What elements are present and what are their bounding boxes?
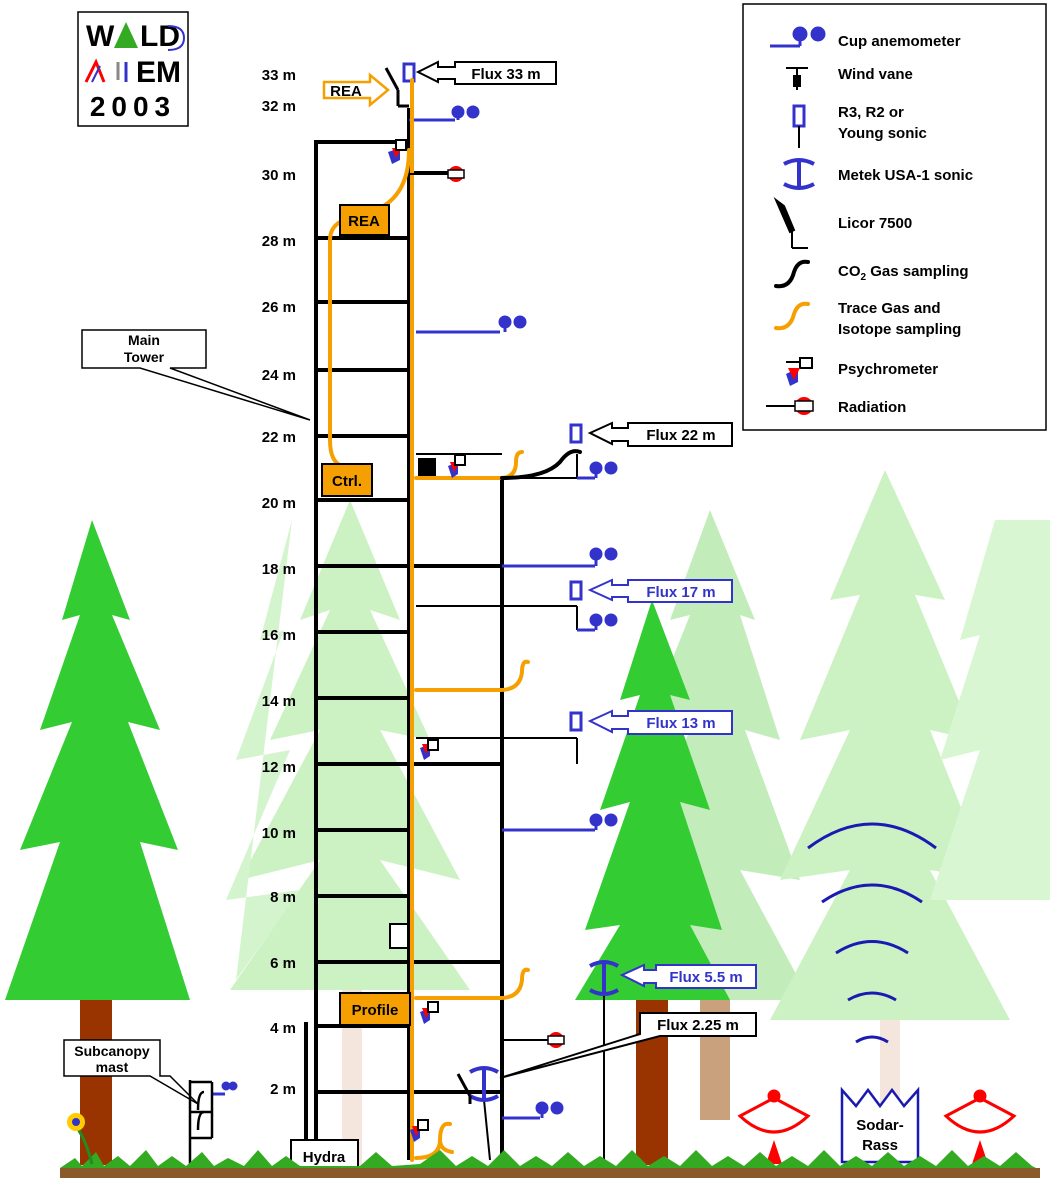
height-label: 2 m (270, 1081, 296, 1098)
rea-box: REA (339, 204, 390, 236)
legend-cup-anemometer-icon (770, 26, 826, 48)
svg-text:Tower: Tower (124, 349, 165, 365)
metek-sonic-icons (469, 960, 619, 1102)
svg-text:Main: Main (128, 332, 160, 348)
radiation-icons (409, 166, 565, 1048)
sonic-icons (402, 62, 583, 732)
rass-dish-right (943, 1089, 1017, 1164)
flux-55-callout: Flux 5.5 m (619, 963, 757, 989)
svg-text:Trace Gas and: Trace Gas and (838, 300, 941, 317)
height-labels: 33 m 32 m 30 m 28 m 26 m 24 m 22 m 20 m 18 m 16 m… (262, 67, 296, 1098)
svg-text:REA: REA (348, 213, 380, 230)
height-label: 4 m (270, 1020, 296, 1037)
profile-box: Profile (339, 992, 411, 1026)
svg-text:mast: mast (96, 1059, 129, 1075)
tree-logo-icon (114, 22, 138, 48)
flux-13-callout: Flux 13 m (587, 709, 733, 735)
svg-text:Flux 2.25 m: Flux 2.25 m (657, 1017, 739, 1034)
height-label: 32 m (262, 98, 296, 115)
svg-text:LD: LD (140, 20, 180, 53)
svg-text:CO2 Gas sampling: CO2 Gas sampling (838, 263, 969, 283)
height-label: 26 m (262, 299, 296, 316)
svg-text:Flux 17 m: Flux 17 m (646, 584, 715, 601)
svg-text:Wind vane: Wind vane (838, 66, 913, 83)
svg-text:R3, R2 or: R3, R2 or (838, 104, 904, 121)
svg-text:Flux 22 m: Flux 22 m (646, 427, 715, 444)
svg-text:Hydra: Hydra (303, 1149, 346, 1166)
wind-logo-icon (167, 25, 186, 51)
legend-sonic-icon (792, 104, 806, 148)
height-label: 18 m (262, 561, 296, 578)
co2-sampling-line (500, 449, 582, 480)
svg-text:2003: 2003 (90, 91, 176, 122)
blue-booms (211, 105, 618, 1120)
svg-text:Subcanopy: Subcanopy (74, 1043, 150, 1059)
legend-psychrometer-icon (786, 357, 813, 386)
legend-co2-icon (774, 259, 810, 289)
trace-gas-lines (328, 78, 530, 1162)
svg-text:EM: EM (136, 56, 181, 89)
svg-text:Licor 7500: Licor 7500 (838, 215, 912, 232)
height-label: 20 m (262, 495, 296, 512)
height-label: 16 m (262, 627, 296, 644)
rass-dish-left (737, 1089, 811, 1164)
height-label: 24 m (262, 367, 296, 384)
licor-icons (384, 67, 472, 1104)
svg-text:Sodar-: Sodar- (856, 1117, 904, 1134)
height-label: 28 m (262, 233, 296, 250)
svg-text:Young sonic: Young sonic (838, 125, 927, 142)
pale-tree-far-right (770, 470, 1050, 1150)
svg-text:Ctrl.: Ctrl. (332, 473, 362, 490)
psychrometer-icons (388, 139, 466, 1142)
height-label: 14 m (262, 693, 296, 710)
ctrl-black-block (418, 458, 436, 476)
flux-22-callout: Flux 22 m (587, 421, 733, 447)
subcanopy-callout: Subcanopy mast (63, 1039, 199, 1105)
subcanopy-mast (188, 1080, 214, 1165)
sodar-waves (807, 822, 937, 1044)
svg-text:Flux 13 m: Flux 13 m (646, 715, 715, 732)
ground-grass (60, 1150, 1040, 1178)
svg-text:Profile: Profile (352, 1002, 399, 1019)
height-label: 33 m (262, 67, 296, 84)
height-label: 10 m (262, 825, 296, 842)
flux-17-callout: Flux 17 m (587, 578, 733, 603)
svg-text:W: W (86, 20, 115, 53)
svg-text:Radiation: Radiation (838, 399, 906, 416)
legend-metek-sonic-icon (783, 158, 815, 190)
svg-text:REA: REA (330, 83, 362, 100)
ctrl-box: Ctrl. (321, 463, 373, 497)
legend-licor-icon (773, 196, 808, 249)
legend-wind-vane-icon (786, 67, 808, 90)
svg-text:Cup anemometer: Cup anemometer (838, 33, 961, 50)
height-label: 30 m (262, 167, 296, 184)
legend-trace-gas-icon (774, 301, 810, 331)
svg-text:Psychrometer: Psychrometer (838, 361, 938, 378)
instrument-box (389, 923, 409, 949)
legend: Cup anemometer Wind vane R3, R2 or Young… (742, 3, 1047, 431)
flower-icon (67, 1113, 94, 1165)
svg-text:Flux 5.5 m: Flux 5.5 m (669, 969, 742, 986)
main-tower-callout: Main Tower (81, 329, 311, 421)
svg-text:Metek USA-1 sonic: Metek USA-1 sonic (838, 167, 973, 184)
flux-225-callout: Flux 2.25 m (499, 1012, 757, 1079)
height-label: 22 m (262, 429, 296, 446)
height-label: 12 m (262, 759, 296, 776)
svg-text:Flux 33 m: Flux 33 m (471, 66, 540, 83)
height-label: 6 m (270, 955, 296, 972)
svg-text:Isotope sampling: Isotope sampling (838, 321, 961, 338)
legend-radiation-icon (766, 397, 814, 415)
waldatem-logo: W LD EM 2003 (77, 11, 189, 127)
flux-33-callout: Flux 33 m (415, 60, 557, 85)
height-label: 8 m (270, 889, 296, 906)
svg-text:Rass: Rass (862, 1137, 898, 1154)
rea-top-arrow: REA (322, 72, 390, 108)
